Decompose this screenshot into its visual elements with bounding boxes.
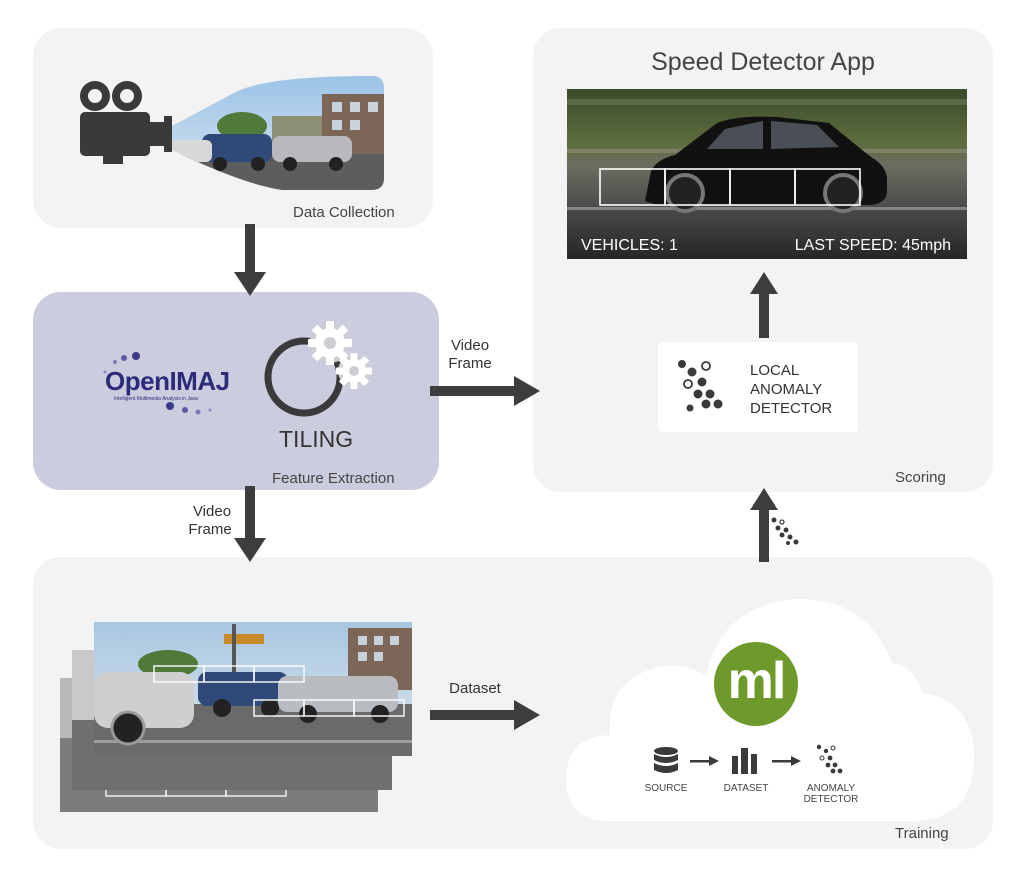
anomaly-detector-icon <box>678 360 723 412</box>
arrow-detector-to-app <box>750 272 778 338</box>
arrow-extraction-to-scoring <box>430 376 540 406</box>
scoring-label: Scoring <box>895 469 946 486</box>
arrow-dataset-to-anomaly-icon <box>772 756 801 766</box>
local-anomaly-detector-line3: DETECTOR <box>750 400 833 417</box>
vehicles-counter: VEHICLES: 1 <box>581 237 678 254</box>
arrow-source-to-dataset-icon <box>690 756 719 766</box>
feature-extraction-label: Feature Extraction <box>272 470 395 487</box>
anomaly-detector-label-line2: DETECTOR <box>803 794 859 805</box>
local-anomaly-detector-line2: ANOMALY <box>750 381 823 398</box>
ml-logo: ml <box>714 642 798 726</box>
arrow-extraction-to-training <box>234 486 266 562</box>
openimaj-dots-decoration <box>103 352 212 415</box>
feature-extraction-panel <box>33 292 439 490</box>
street-scene-image <box>172 76 384 190</box>
source-label: SOURCE <box>644 783 688 794</box>
dataset-bars-icon <box>732 748 757 774</box>
training-label: Training <box>895 825 949 842</box>
ml-logo-text: ml <box>727 652 787 710</box>
video-frame-right-label-line1: Video <box>450 337 490 354</box>
local-anomaly-detector-box: LOCAL ANOMALY DETECTOR <box>658 342 858 432</box>
data-collection-label: Data Collection <box>293 204 395 221</box>
dataset-arrow-label: Dataset <box>449 680 501 697</box>
arrow-collection-to-extraction <box>234 224 266 296</box>
video-frame-right-label-line2: Frame <box>448 355 492 372</box>
video-frame-down-label-line2: Frame <box>188 521 232 538</box>
anomaly-dots-small-icon <box>771 517 799 545</box>
arrow-training-to-scoring <box>750 488 778 562</box>
tiled-frames-stack-image <box>60 622 412 812</box>
source-database-icon <box>654 747 678 773</box>
video-frame-down-label-line1: Video <box>192 503 232 520</box>
tiling-gears-icon <box>264 321 372 417</box>
moving-car-image <box>567 89 967 259</box>
arrow-dataset-to-cloud <box>430 700 540 730</box>
camera-icon <box>80 81 172 164</box>
tiling-label: TILING <box>279 426 354 452</box>
speed-detector-video-frame: VEHICLES: 1 LAST SPEED: 45mph <box>567 89 967 259</box>
dataset-label: DATASET <box>723 783 769 794</box>
last-speed-readout: LAST SPEED: 45mph <box>794 237 951 254</box>
openimaj-logo: OpenIMAJ <box>105 366 230 396</box>
local-anomaly-detector-line1: LOCAL <box>750 362 800 379</box>
openimaj-tagline: Intelligent Multimedia Analysis in Java <box>114 396 198 402</box>
app-title: Speed Detector App <box>651 48 875 76</box>
anomaly-detector-small-icon <box>816 744 843 774</box>
anomaly-detector-label-line1: ANOMALY <box>806 783 856 794</box>
